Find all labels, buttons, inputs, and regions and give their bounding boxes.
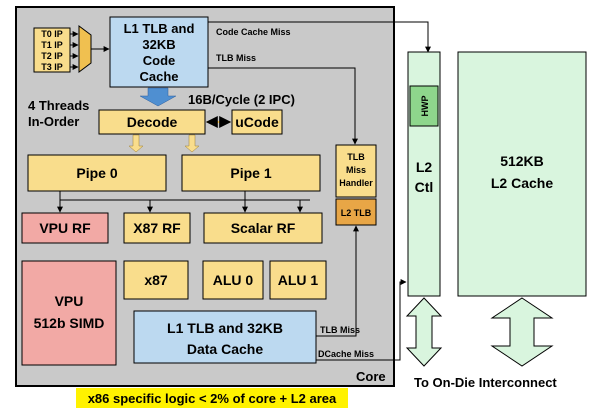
threads-label-line2: In-Order <box>28 114 79 129</box>
dcache-miss-label: DCache Miss <box>318 349 374 359</box>
vpu-rf-block <box>21 212 109 244</box>
code-cache-miss-label: Code Cache Miss <box>216 27 291 37</box>
l1-code-cache <box>109 16 209 88</box>
l1-data-cache <box>133 310 317 364</box>
threads-label-line1: 4 Threads <box>28 98 89 113</box>
l2-tlb-label: L2 TLB <box>341 208 372 218</box>
l2-ctl-line2: Ctl <box>415 179 434 195</box>
decode-to-pipe0-arrow <box>128 134 144 153</box>
x87-label: x87 <box>144 272 168 288</box>
bandwidth-label: 16B/Cycle (2 IPC) <box>188 92 295 107</box>
tlb-miss-top-label: TLB Miss <box>216 53 256 63</box>
thread-ip-1: T1 IP <box>41 40 63 50</box>
l1-data-cache-line2: Data Cache <box>187 341 263 357</box>
l2-cache-line2: L2 Cache <box>491 175 553 191</box>
alu0-label: ALU 0 <box>213 272 254 288</box>
x87-block <box>123 260 189 300</box>
alu0-block <box>202 260 264 300</box>
scalar-rf-block <box>203 212 323 244</box>
l1-code-cache-line4: Cache <box>139 69 178 84</box>
dcache-miss-path <box>316 279 407 361</box>
scalar-rf-label: Scalar RF <box>231 220 296 236</box>
decode-block <box>98 109 206 135</box>
thread-ip-group: T0 IP T1 IP T2 IP T3 IP <box>33 25 110 73</box>
tlb-miss-bottom-label: TLB Miss <box>320 325 360 335</box>
l2-ctl-interconnect-arrow <box>405 297 443 367</box>
code-cache-miss-path <box>208 21 431 53</box>
footnote-text: x86 specific logic < 2% of core + L2 are… <box>88 391 337 406</box>
tlb-miss-top-path <box>208 67 358 145</box>
vpu-rf-label: VPU RF <box>39 220 91 236</box>
l2-ctl-line1: L2 <box>416 159 433 175</box>
thread-ip-0: T0 IP <box>41 29 63 39</box>
x87-rf-block <box>123 212 191 244</box>
decode-label: Decode <box>127 114 178 130</box>
l2-cache-line1: 512KB <box>500 153 544 169</box>
l1-code-cache-line3: Code <box>143 53 176 68</box>
thread-mux <box>78 25 92 73</box>
thread-ip-2: T2 IP <box>41 51 63 61</box>
alu1-block <box>269 260 327 300</box>
hwp-label: HWP <box>420 96 430 117</box>
ucode-block <box>231 109 283 135</box>
pipe1-label: Pipe 1 <box>230 165 271 181</box>
decode-to-pipe1-arrow <box>184 134 200 153</box>
thread-ip-box <box>33 27 71 73</box>
vpu-block <box>21 260 117 366</box>
vpu-label-line1: VPU <box>55 293 84 309</box>
alu1-label: ALU 1 <box>278 272 319 288</box>
vpu-label-line2: 512b SIMD <box>34 315 105 331</box>
l2-tlb-block <box>335 198 377 226</box>
tlb-miss-handler-line3: Handler <box>339 178 373 188</box>
hwp-block <box>409 85 439 127</box>
thread-ip-3: T3 IP <box>41 62 63 72</box>
pipe0-block <box>27 154 167 192</box>
core-label: Core <box>356 369 386 384</box>
l1-code-cache-line1: L1 TLB and <box>124 21 195 36</box>
tlb-miss-handler-line1: TLB <box>347 152 365 162</box>
pipe1-block <box>181 154 321 192</box>
tlb-miss-handler <box>335 144 377 198</box>
fetch-arrow <box>139 87 177 107</box>
l2-cache-interconnect-arrow <box>490 297 554 367</box>
l1-code-cache-line2: 32KB <box>142 37 175 52</box>
x87-rf-label: X87 RF <box>133 220 181 236</box>
l1-data-cache-line1: L1 TLB and 32KB <box>167 320 283 336</box>
ucode-label: uCode <box>235 114 279 130</box>
pipe-dispatch-lines <box>57 191 310 213</box>
interconnect-label: To On-Die Interconnect <box>414 375 557 390</box>
tlb-miss-bottom-path <box>316 225 359 337</box>
tlb-miss-handler-line2: Miss <box>346 165 366 175</box>
pipe0-label: Pipe 0 <box>76 165 117 181</box>
footnote-banner <box>76 388 348 408</box>
l2-cache-block <box>457 51 587 297</box>
